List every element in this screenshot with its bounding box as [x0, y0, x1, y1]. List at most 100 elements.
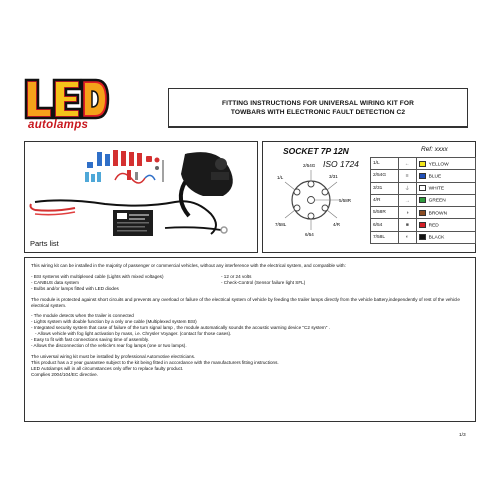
right-indicator-icon: → [404, 197, 410, 204]
closing-line: Complies 2004/104/EC directive. [31, 371, 98, 377]
colour-name: RED [428, 223, 439, 229]
pin-number: 1/L [370, 156, 399, 171]
socket-standard: ISO 1724 [323, 159, 359, 169]
multicore-cable-icon [29, 199, 217, 235]
crimp-connectors-icon [85, 150, 160, 182]
harness-cable-icon [114, 160, 164, 184]
feature-item: - Integrated security system that case o… [31, 325, 330, 331]
colour-swatch [418, 160, 426, 167]
compat-item: - CANBUS data system [31, 279, 79, 285]
pin-number: 4/R [370, 193, 399, 208]
socket-panel: SOCKET 7P 12N Ref: xxxx ISO 1724 1/L 2/5… [262, 141, 477, 253]
led-logo-icon [24, 78, 110, 120]
wire-colour-cell: RED [415, 218, 477, 232]
brand-logo: autolamps [24, 78, 110, 134]
pin-row: 2/54G ≡ BLUE [370, 169, 477, 183]
pin-row: 1/L ← YELLOW [370, 156, 477, 171]
feature-item: - Easy to fit with fast connections savi… [31, 337, 150, 343]
electronic-module-icon [113, 210, 153, 236]
wire-colour-cell: WHITE [415, 181, 477, 195]
compatibility-list: - BSI systems with multiplexed cable (Li… [31, 274, 469, 292]
socket-pinout-diagram: 1/L 2/54G 3/31 4/R 5/58R 6/54 7/58L [275, 163, 352, 237]
pin-row: 3/31 ⏚ WHITE [370, 181, 477, 195]
pin-label-3: 3/31 [329, 174, 338, 179]
wire-colour-cell: GREEN [415, 193, 477, 208]
socket-ref: Ref: xxxx [421, 146, 448, 153]
pin-number: 3/31 [370, 181, 399, 195]
pin-number: 7/58L [370, 230, 399, 245]
feature-item: - Allows vehicle with fog light activati… [35, 331, 232, 337]
pin-label-6: 6/54 [305, 232, 314, 237]
wire-colour-cell: BROWN [415, 206, 477, 220]
closing-line: The universal wiring kit must be install… [31, 353, 196, 359]
earth-cable-icon [164, 226, 228, 234]
stop-lamp-icon: ■ [405, 222, 409, 229]
right-tail-icon: ◑ [405, 209, 409, 216]
colour-name: GREEN [428, 198, 446, 204]
feature-item: - Lights system with double function by … [31, 319, 197, 325]
colour-name: YELLOW [428, 161, 449, 167]
title-line-2: TOWBARS WITH ELECTRONIC FAULT DETECTION … [230, 108, 406, 116]
earth-icon: ⏚ [404, 185, 410, 192]
closing-line: This product has a 2 year guarantee subj… [31, 359, 279, 365]
colour-name: BLACK [428, 235, 445, 241]
pin-label-7: 7/58L [275, 222, 287, 227]
wire-colour-cell: YELLOW [415, 156, 477, 171]
pin-function-cell: ◐ [397, 230, 417, 245]
colour-swatch [418, 197, 426, 204]
colour-name: BLUE [428, 174, 442, 180]
socket-title: SOCKET 7P 12N [283, 146, 349, 156]
feature-item: - Allows the disconnection of the vehicl… [31, 342, 187, 348]
parts-list-label: Parts list [30, 239, 59, 248]
features-list: - The module detects when the trailer is… [31, 313, 469, 348]
left-tail-icon: ◐ [405, 234, 409, 241]
socket-face-icon [284, 170, 339, 230]
wire-colour-cell: BLACK [415, 230, 477, 245]
parts-panel: Parts list [24, 141, 258, 253]
instructions-text: This wiring kit can be installed in the … [24, 257, 476, 422]
pin-colour-table: 1/L ← YELLOW 2/54G ≡ BLUE 3/31 ⏚ WHITE 4/R → GREEN 5… [370, 156, 477, 245]
compat-item: - Bulbs and/or lamps fitted with LED dio… [31, 285, 119, 291]
pin-row: 6/54 ■ RED [370, 218, 477, 232]
closing-line: LED Autolamps will in all circumstances … [31, 365, 184, 371]
colour-swatch [418, 172, 426, 179]
pin-label-4: 4/R [333, 222, 341, 227]
compat-item: - BSI systems with multiplexed cable (Li… [31, 273, 164, 279]
pin-label-5: 5/58R [339, 198, 352, 203]
colour-swatch [418, 185, 426, 192]
pin-row: 4/R → GREEN [370, 193, 477, 208]
wire-colour-cell: BLUE [415, 169, 477, 183]
pin-function-cell: ← [397, 156, 417, 171]
pin-number: 2/54G [370, 169, 399, 183]
colour-swatch [418, 234, 426, 241]
pin-function-cell: ◑ [397, 206, 417, 220]
left-indicator-icon: ← [404, 160, 410, 167]
pin-function-cell: ■ [397, 218, 417, 232]
pin-function-cell: ≡ [397, 169, 417, 183]
feature-item: - The module detects when the trailer is… [31, 313, 134, 319]
pin-row: 7/58L ◐ BLACK [370, 230, 477, 245]
title-line-1: FITTING INSTRUCTIONS FOR UNIVERSAL WIRIN… [222, 99, 414, 107]
colour-swatch [418, 222, 426, 228]
intro-paragraph: This wiring kit can be installed in the … [31, 263, 346, 268]
compat-item: - 12 or 24 volts [221, 273, 252, 279]
pin-function-cell: ⏚ [397, 181, 417, 195]
pin-number: 5/58R [370, 206, 399, 220]
pin-label-2: 2/54G [303, 163, 316, 168]
page-number: 1/3 [459, 433, 466, 438]
logo-subtitle: autolamps [28, 119, 89, 131]
socket-plug-icon [178, 152, 233, 218]
colour-name: WHITE [428, 186, 445, 192]
parts-illustration [29, 150, 233, 236]
pin-label-1: 1/L [277, 175, 284, 180]
colour-name: BROWN [428, 210, 448, 216]
pin-function-cell: → [397, 193, 417, 208]
closing-notes: The universal wiring kit must be install… [31, 354, 469, 378]
colour-swatch [418, 209, 426, 216]
compat-item: - Check-Control (Sensor failure light SF… [221, 279, 306, 285]
pin-number: 6/54 [370, 218, 399, 232]
document-title: FITTING INSTRUCTIONS FOR UNIVERSAL WIRIN… [168, 88, 468, 128]
fog-lamp-icon: ≡ [405, 172, 409, 179]
pin-row: 5/58R ◑ BROWN [370, 206, 477, 220]
protection-paragraph: The module is protected against short ci… [31, 296, 460, 308]
